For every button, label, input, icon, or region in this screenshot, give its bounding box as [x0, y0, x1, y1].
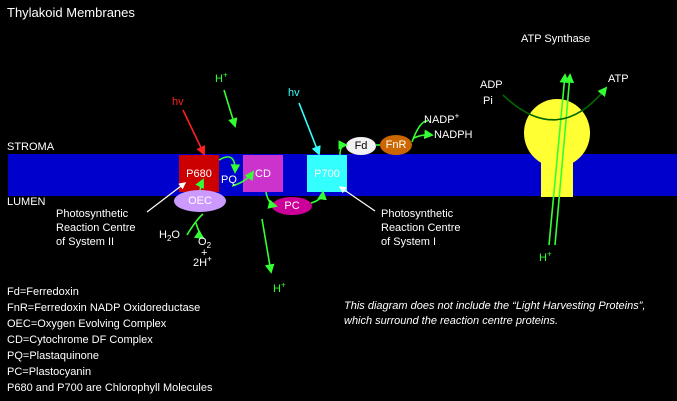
stroma-label: STROMA: [7, 141, 55, 153]
cd-to-pc-arrow: [265, 191, 278, 209]
atp-proton-arrow-2: [554, 73, 575, 246]
h2o-plus-sign: +: [201, 247, 208, 259]
adp-atp-arc: [502, 86, 608, 121]
atp-proton-arrow-1: [548, 73, 570, 246]
adp-label: ADP: [480, 79, 503, 91]
p700-shape: [307, 155, 347, 192]
hv2-label: hv: [288, 87, 300, 99]
water-split-arrow: [186, 213, 203, 238]
pc-to-p700-arrow: [310, 190, 327, 204]
ps1-caption-line: Reaction Centre: [381, 222, 461, 234]
o2-label: O2: [198, 236, 212, 251]
pc-shape: [272, 197, 312, 215]
legend-item: FnR=Ferredoxin NADP Oxidoreductase: [7, 302, 201, 314]
h-bottom-label: H+: [273, 280, 286, 295]
diagram-title: Thylakoid Membranes: [7, 5, 135, 20]
fd-label: Fd: [354, 140, 368, 152]
note-line: This diagram does not include the “Light…: [344, 300, 646, 312]
legend-item: PQ=Plastaquinone: [7, 350, 100, 362]
pi-label: Pi: [483, 95, 493, 107]
legend-item: P680 and P700 are Chlorophyll Molecules: [7, 382, 213, 394]
h-top-label: H+: [215, 70, 228, 85]
hv2-arrow: [298, 102, 321, 156]
cd-label: CD: [255, 167, 271, 180]
ps1-caption-line: of System I: [381, 236, 437, 248]
ps2-caption-line: Reaction Centre: [56, 222, 136, 234]
p700-to-fd-arrow: [338, 140, 348, 156]
h-right-label: H+: [539, 249, 552, 264]
h-top-arrow: [223, 89, 238, 128]
oec-label: OEC: [188, 195, 212, 207]
fnr-shape: [380, 135, 412, 155]
nadp-label: NADP+: [424, 111, 460, 126]
h-bottom-arrow: [261, 218, 275, 274]
hv1-arrow: [182, 109, 206, 156]
nadph-label: NADPH: [434, 129, 473, 141]
h2o-label: H2O: [159, 229, 180, 244]
p680-label: P680: [186, 167, 212, 180]
ps2-pointer: [146, 182, 187, 213]
fnr-label: FnR: [385, 139, 407, 151]
p700-label: P700: [314, 167, 340, 180]
lumen-label: LUMEN: [7, 196, 46, 208]
note-line: which surround the reaction centre prote…: [344, 315, 559, 327]
oec-shape: [174, 190, 226, 212]
pq-label: PQ: [221, 174, 237, 186]
ps2-caption-line: Photosynthetic: [56, 208, 129, 220]
atp-label: ATP: [608, 73, 629, 85]
oec-to-p680-arrow: [195, 178, 204, 191]
fnr-to-nadph-arrow: [411, 120, 432, 142]
atp-synthase-label: ATP Synthase: [521, 33, 591, 45]
ps1-pointer: [338, 186, 376, 212]
hv1-label: hv: [172, 96, 184, 108]
legend-item: PC=Plastocyanin: [7, 366, 92, 378]
pc-label: PC: [284, 200, 300, 212]
ps1-caption-line: Photosynthetic: [381, 208, 454, 220]
fd-shape: [346, 137, 376, 155]
legend-item: OEC=Oxygen Evolving Complex: [7, 318, 167, 330]
ps2-caption-line: of System II: [56, 236, 115, 248]
legend-item: Fd=Ferredoxin: [7, 286, 79, 298]
pq-to-cd-arrow: [231, 170, 255, 187]
legend-item: CD=Cytochrome DF Complex: [7, 334, 153, 346]
p680-to-pq-arrow: [218, 156, 241, 174]
twoh-label: 2H+: [193, 254, 212, 269]
